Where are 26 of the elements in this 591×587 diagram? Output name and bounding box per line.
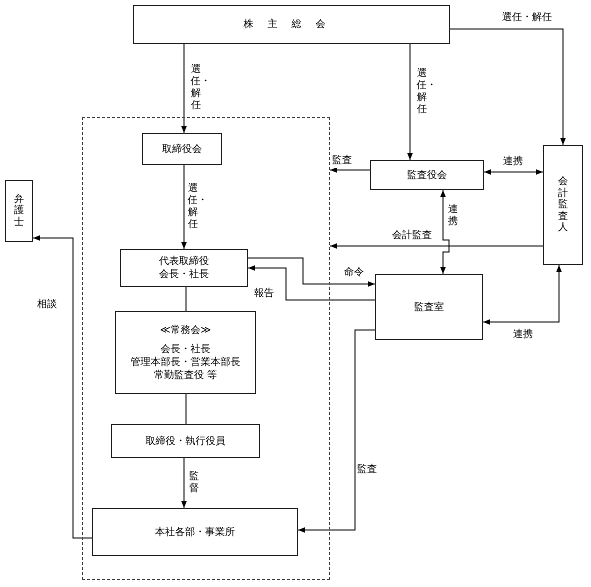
arrow [482, 264, 562, 325]
arrow [450, 28, 566, 146]
arrow [298, 330, 376, 533]
arrow [32, 235, 92, 538]
edge-label: 監査 [331, 154, 353, 168]
arrow [248, 265, 376, 300]
board-box: 監査役会 [370, 160, 484, 190]
arrow [407, 44, 413, 160]
arrow [181, 458, 187, 508]
arrow [248, 258, 376, 287]
department-box: 本社各部・事業所 [92, 508, 298, 556]
board-box: 取締役会 [142, 133, 222, 165]
arrow [484, 169, 544, 175]
arrow [181, 164, 187, 250]
executive-box: 代表取締役 会長・社長 [120, 249, 248, 287]
arrow [330, 167, 370, 173]
dash-dot-frame [82, 117, 330, 580]
committee-box: ≪常務会≫ 会長・社長 管理本部長・営業本部長 常勤監査役 等 [115, 311, 256, 394]
auditor-box: 会計監査人 [543, 145, 583, 265]
audit-office-box: 監査室 [375, 274, 483, 340]
meeting-box: 株主総会 [133, 5, 450, 44]
lawyer-box: 弁護士 [5, 180, 33, 242]
officer-box: 取締役・執行役員 [111, 424, 260, 458]
arrow [440, 190, 450, 274]
arrow [330, 243, 544, 249]
arrow [181, 44, 187, 134]
